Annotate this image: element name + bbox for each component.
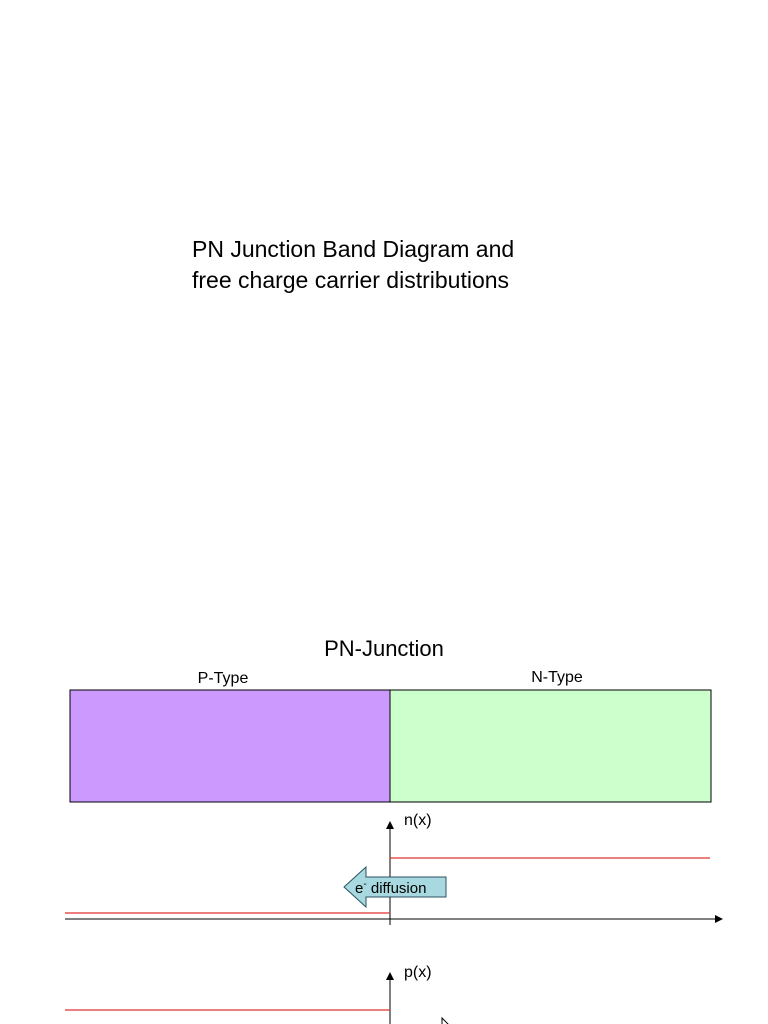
title-line-1: PN Junction Band Diagram and — [192, 236, 515, 262]
hole-diffusion-arrow — [441, 1016, 449, 1024]
p-type-region — [69, 689, 391, 803]
title-line-2: free charge carrier distributions — [192, 267, 510, 293]
n-type-region — [389, 689, 712, 803]
diagram-heading: PN-Junction — [324, 636, 444, 661]
electron-diffusion-arrow: e- diffusion — [343, 865, 447, 909]
p-type-label: P-Type — [198, 670, 249, 687]
diffusion-label: e- diffusion — [355, 879, 426, 897]
n-type-label: N-Type — [531, 669, 583, 686]
n-axis-label: n(x) — [404, 812, 432, 829]
p-axis-label: p(x) — [404, 964, 432, 981]
page-title: PN Junction Band Diagram and free charge… — [192, 234, 514, 296]
